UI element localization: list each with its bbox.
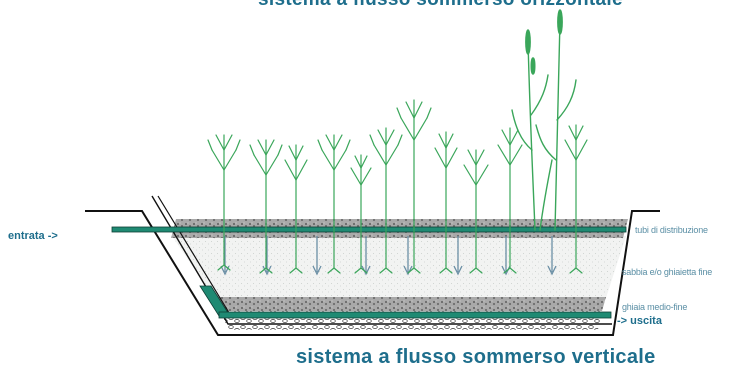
- distribution-pipes-label: tubi di distribuzione: [635, 225, 708, 235]
- inlet-label: entrata ->: [8, 230, 58, 242]
- sand-layer-label: sabbia e/o ghiaietta fine: [622, 267, 713, 277]
- top-title: sistema a flusso sommerso orizzontale: [258, 0, 623, 11]
- inlet-pipe: [111, 226, 627, 233]
- tall-reeds: [511, 9, 577, 231]
- outlet-pipe: [218, 311, 612, 319]
- bottom-title: sistema a flusso sommerso verticale: [296, 346, 656, 368]
- basin-inner-wall: [151, 195, 612, 325]
- sand-layer: [172, 236, 626, 298]
- medium-gravel-layer: [216, 297, 606, 311]
- gravel-layer-label: ghiaia medio-fine: [622, 302, 688, 312]
- outlet-label: -> uscita: [617, 315, 662, 327]
- basin-inner-wall-2: [157, 195, 232, 317]
- basin-outline: [85, 210, 660, 336]
- reed-plants: [207, 99, 588, 274]
